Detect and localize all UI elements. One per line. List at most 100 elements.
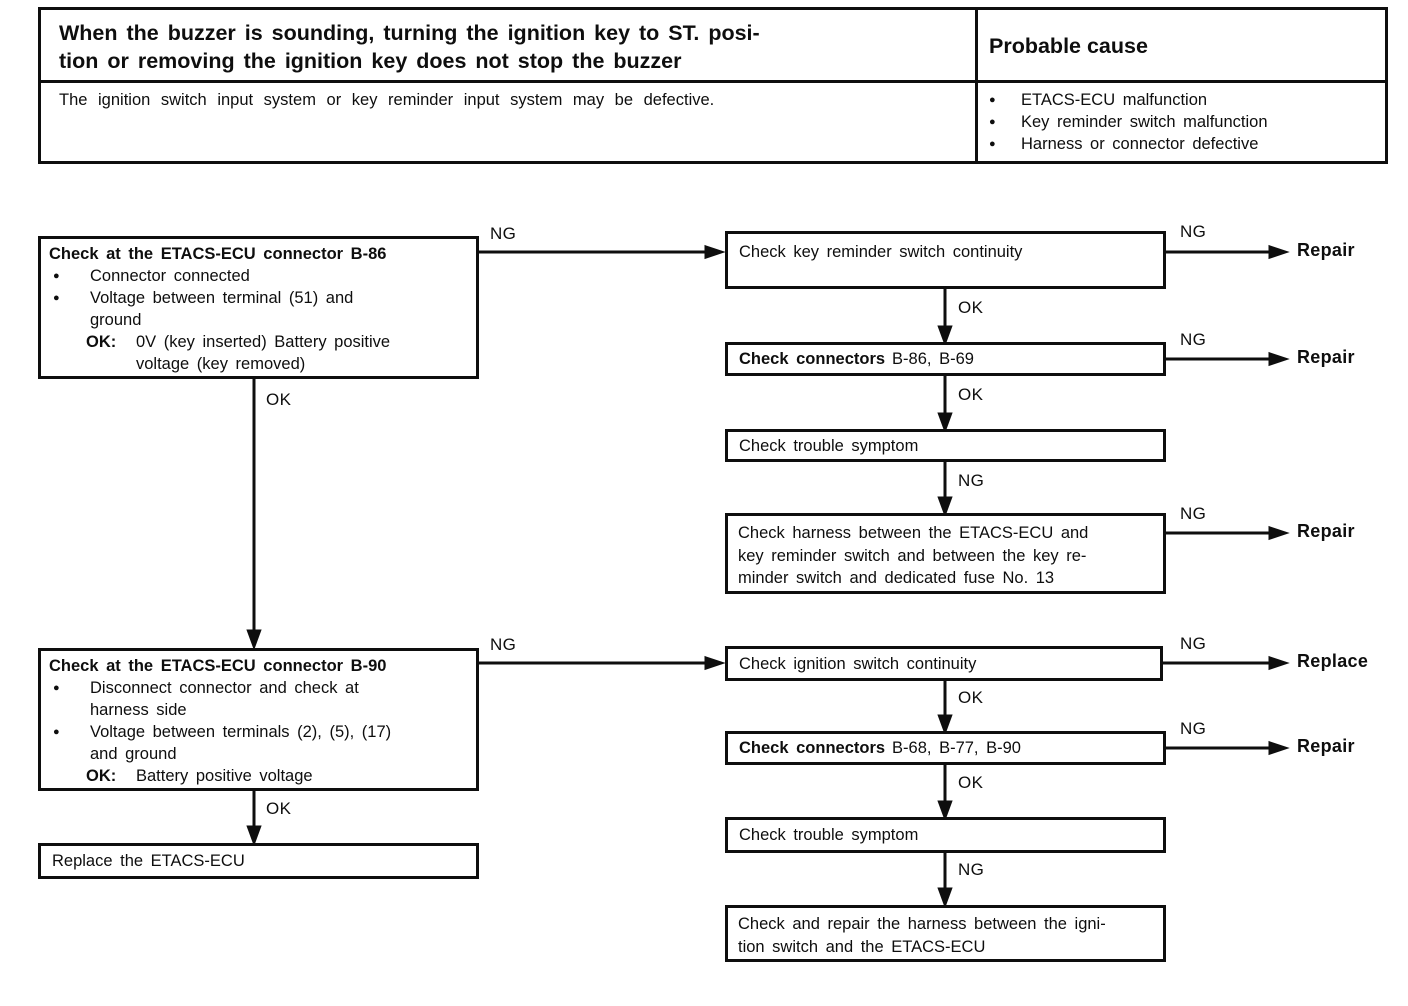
- text-line: Voltage between terminals (2), (5), (17): [90, 723, 392, 741]
- ok-spec: OK: Battery positive voltage: [86, 765, 470, 787]
- arrowhead: [937, 325, 953, 347]
- repair-label: Repair: [1297, 736, 1355, 756]
- arrowhead: [246, 629, 262, 651]
- list-item: ● Disconnect connector and check at harn…: [49, 677, 470, 721]
- arrowhead: [704, 655, 726, 671]
- ng-label: NG: [958, 860, 985, 879]
- box-title: Check at the ETACS-ECU connector B-90: [49, 657, 387, 675]
- box-text: Check ignition switch continuity: [739, 654, 977, 673]
- ng-label: NG: [490, 224, 517, 243]
- arrowhead: [937, 714, 953, 736]
- repair-label: Repair: [1297, 347, 1355, 367]
- arrowhead: [704, 244, 726, 260]
- flow-box-check-harness-key-reminder: Check harness between the ETACS-ECU and …: [725, 513, 1166, 594]
- text-line: tion switch and the ETACS-ECU: [738, 938, 986, 956]
- box-text: Replace the ETACS-ECU: [52, 852, 245, 870]
- cause-text: ETACS-ECU malfunction: [1021, 91, 1208, 109]
- repair-label: Repair: [1297, 240, 1355, 260]
- flow-box-check-trouble-symptom-1: Check trouble symptom: [725, 429, 1166, 462]
- text-line: and ground: [90, 745, 177, 763]
- box-text-bold: Check connectors: [739, 350, 886, 368]
- text-line: key reminder switch and between the key …: [738, 546, 1087, 565]
- ng-label: NG: [490, 635, 517, 654]
- text-line: voltage (key removed): [136, 355, 306, 373]
- text-line: Voltage between terminal (51) and: [90, 289, 354, 307]
- text-line: ground: [90, 311, 142, 329]
- table-row-divider: [41, 80, 1385, 83]
- box-text: Check key reminder switch continuity: [739, 243, 1023, 261]
- repair-label: Repair: [1297, 521, 1355, 541]
- bullet-icon: ●: [989, 138, 996, 150]
- arrowhead: [246, 825, 262, 847]
- bullet-icon: ●: [989, 116, 996, 128]
- ok-label: OK: [266, 390, 292, 409]
- problem-statement: When the buzzer is sounding, turning the…: [59, 19, 760, 75]
- ng-label: NG: [1180, 504, 1207, 523]
- flow-box-key-reminder-switch-continuity: Check key reminder switch continuity: [725, 231, 1166, 289]
- list-item: ● Harness or connector defective: [989, 133, 1268, 155]
- system-description: The ignition switch input system or key …: [59, 91, 715, 109]
- ok-key: OK:: [86, 767, 117, 785]
- box-text-bold: Check connectors: [739, 739, 886, 757]
- ok-label: OK: [958, 385, 984, 404]
- box-text: B-68, B-77, B-90: [892, 739, 1021, 757]
- text-line: minder switch and dedicated fuse No. 13: [738, 569, 1055, 587]
- box-text: Check trouble symptom: [739, 826, 919, 844]
- text-line: Check and repair the harness between the…: [738, 915, 1106, 933]
- flow-box-ignition-switch-continuity: Check ignition switch continuity: [725, 646, 1163, 681]
- ng-label: NG: [1180, 330, 1207, 349]
- arrowhead: [1268, 525, 1290, 541]
- flow-box-check-trouble-symptom-2: Check trouble symptom: [725, 817, 1166, 853]
- cause-text: Key reminder switch malfunction: [1021, 113, 1268, 131]
- text-line: Connector connected: [90, 267, 250, 285]
- text-line: Disconnect connector and check at: [90, 679, 359, 697]
- list-item: ● Voltage between terminal (51) and grou…: [49, 287, 470, 331]
- list-item: ● Connector connected: [49, 265, 470, 287]
- bullet-icon: ●: [989, 94, 996, 106]
- arrowhead: [1268, 244, 1290, 260]
- cause-text: Harness or connector defective: [1021, 135, 1259, 153]
- arrowhead: [937, 496, 953, 518]
- bullet-icon: ●: [53, 726, 60, 738]
- list-item: ● Key reminder switch malfunction: [989, 111, 1268, 133]
- flow-box-replace-etacs-ecu: Replace the ETACS-ECU: [38, 843, 479, 879]
- ng-label: NG: [1180, 719, 1207, 738]
- ok-label: OK: [958, 773, 984, 792]
- problem-cause-table: When the buzzer is sounding, turning the…: [38, 7, 1388, 164]
- text-line: Check harness between the ETACS-ECU and: [738, 524, 1089, 542]
- text-line: Battery positive voltage: [136, 767, 313, 785]
- text-line: 0V (key inserted) Battery positive: [136, 333, 391, 351]
- problem-line: When the buzzer is sounding, turning the…: [59, 21, 760, 45]
- flow-box-check-connectors-b86-b69: Check connectors B-86, B-69: [725, 342, 1166, 376]
- table-column-divider: [975, 10, 978, 161]
- probable-cause-list: ● ETACS-ECU malfunction ● Key reminder s…: [989, 89, 1268, 155]
- arrowhead: [1268, 351, 1290, 367]
- list-item: ● Voltage between terminals (2), (5), (1…: [49, 721, 470, 765]
- ng-label: NG: [958, 471, 985, 490]
- arrowhead: [937, 412, 953, 434]
- ok-key: OK:: [86, 333, 117, 351]
- list-item: ● ETACS-ECU malfunction: [989, 89, 1268, 111]
- arrowhead: [937, 800, 953, 822]
- ng-label: NG: [1180, 222, 1207, 241]
- replace-label: Replace: [1297, 651, 1369, 671]
- bullet-icon: ●: [53, 292, 60, 304]
- box-text: B-86, B-69: [892, 350, 974, 368]
- flow-box-check-etacs-connector-b86: Check at the ETACS-ECU connector B-86 ● …: [38, 236, 479, 379]
- ok-label: OK: [958, 688, 984, 707]
- probable-cause-title: Probable cause: [989, 34, 1148, 58]
- text-line: harness side: [90, 701, 187, 719]
- bullet-icon: ●: [53, 682, 60, 694]
- flow-box-check-repair-harness-ignition: Check and repair the harness between the…: [725, 905, 1166, 962]
- ok-spec: OK: 0V (key inserted) Battery positive v…: [86, 331, 470, 375]
- box-title: Check at the ETACS-ECU connector B-86: [49, 245, 387, 263]
- flow-box-check-etacs-connector-b90: Check at the ETACS-ECU connector B-90 ● …: [38, 648, 479, 791]
- box-text: Check trouble symptom: [739, 436, 919, 455]
- arrowhead: [1268, 740, 1290, 756]
- problem-line: tion or removing the ignition key does n…: [59, 49, 682, 73]
- arrowhead: [1268, 655, 1290, 671]
- flow-box-check-connectors-b68-b77-b90: Check connectors B-68, B-77, B-90: [725, 731, 1166, 765]
- arrowhead: [937, 887, 953, 909]
